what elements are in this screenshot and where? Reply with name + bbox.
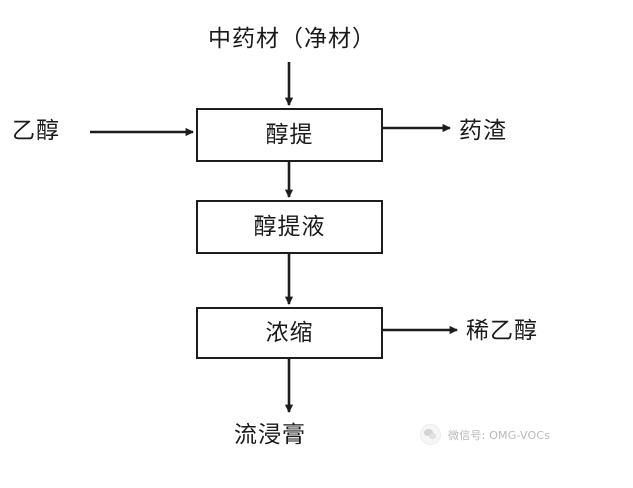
- process-box-alcohol-extraction: 醇提: [196, 108, 383, 162]
- stream-label-ethanol: 乙醇: [12, 118, 60, 144]
- process-box-concentration: 浓缩: [196, 307, 383, 359]
- process-box-label: 醇提液: [253, 213, 326, 240]
- watermark: 微信号: OMG-VOCs: [420, 424, 550, 445]
- wechat-logo-icon: [420, 424, 441, 445]
- stream-label-residue: 药渣: [459, 118, 507, 144]
- watermark-text: 微信号: OMG-VOCs: [448, 428, 551, 442]
- stream-label-raw-material: 中药材（净材）: [208, 26, 376, 52]
- stream-label-dilute-ethanol: 稀乙醇: [466, 318, 538, 344]
- process-box-label: 醇提: [265, 121, 314, 148]
- process-box-alcohol-extract-liquid: 醇提液: [196, 200, 383, 254]
- process-box-label: 浓缩: [265, 319, 314, 346]
- stream-label-fluid-extract: 流浸膏: [234, 422, 306, 448]
